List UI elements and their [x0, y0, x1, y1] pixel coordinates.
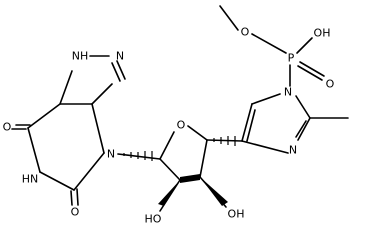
- atom-label-n-im-top: N: [284, 86, 292, 99]
- wedge-bond-c2-c3: [180, 174, 200, 183]
- atom-label-oh-3prime: OH: [228, 208, 245, 221]
- atom-label-oh-phos: OH: [314, 27, 331, 40]
- stereo-layer: [123, 136, 236, 206]
- atom-label-p: P: [288, 52, 295, 65]
- atom-label-layer: NH N O HN N O O HO OH N N P O OH O: [3, 26, 335, 226]
- atom-label-n-imidazole: N: [116, 50, 124, 63]
- wedge-bond-oh: [200, 177, 228, 206]
- atom-label-o-ring: O: [177, 119, 186, 132]
- atom-label-hn: HN: [22, 173, 39, 186]
- hashed-bond-c4: [213, 136, 236, 146]
- atom-label-ho-2prime: HO: [145, 213, 162, 226]
- atom-label-o-methoxy: O: [241, 26, 250, 39]
- atom-label-o-c2: O: [71, 206, 80, 219]
- wedge-bond-ho: [158, 180, 180, 206]
- atom-label-n3: N: [107, 148, 115, 161]
- atom-label-o-c6: O: [3, 121, 12, 134]
- atom-label-nh-imidazole: NH: [72, 50, 89, 63]
- atom-label-n-im-bottom: N: [289, 144, 297, 157]
- hashed-bond-c1: [123, 151, 153, 161]
- atom-label-o-phosphoryl: O: [326, 78, 335, 91]
